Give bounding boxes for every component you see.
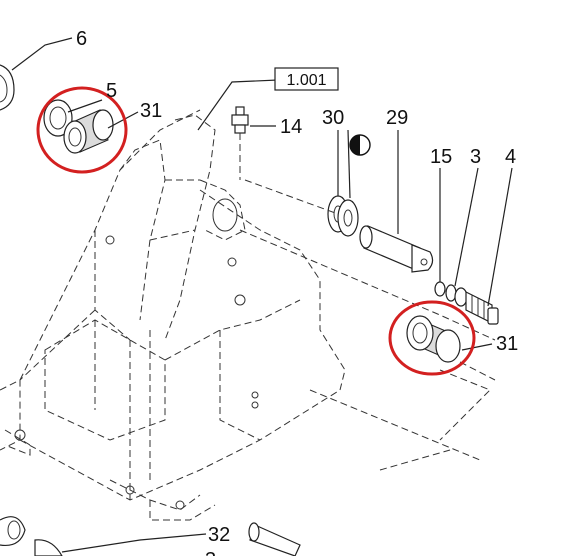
callout-15: 15	[430, 146, 452, 168]
reference-box-label: 1.001	[286, 72, 326, 89]
highlight-circle-top	[36, 86, 128, 174]
assembly-axes	[239, 179, 496, 471]
callout-4: 4	[505, 146, 516, 168]
callout-30: 30	[322, 107, 344, 129]
part-31-bushing-right	[406, 315, 461, 363]
callout-5: 5	[106, 80, 117, 102]
part-14-grease-nipple	[231, 106, 249, 180]
part-31-bushing-top	[63, 109, 114, 154]
callout-29: 29	[386, 107, 408, 129]
callout-6: 6	[76, 28, 87, 50]
callout-labels: 6 5 31 14 30 29 15 3 4 31 32 3	[76, 28, 518, 556]
callout-32: 32	[208, 524, 230, 546]
main-frame	[0, 109, 346, 521]
callout-14: 14	[280, 116, 302, 138]
leader-lines	[11, 37, 513, 553]
reference-box[interactable]: 1.001	[274, 67, 339, 91]
callout-31-right: 31	[496, 333, 518, 355]
part-6-bushing-partial	[0, 64, 15, 111]
callout-3-bottom: 3	[205, 549, 216, 556]
highlight-circle-right	[388, 300, 476, 376]
callout-3-right: 3	[470, 146, 481, 168]
part-32-pin-bottom	[0, 516, 301, 556]
part-15-washer	[434, 281, 446, 297]
part-30-washers	[327, 195, 359, 237]
callout-31-top: 31	[140, 100, 162, 122]
part-29-pin	[359, 225, 434, 273]
part-4-bolt	[465, 291, 499, 325]
part-3-nut	[445, 284, 468, 307]
part-5-sleeve	[43, 99, 73, 137]
half-filled-circle-icon	[349, 134, 371, 156]
